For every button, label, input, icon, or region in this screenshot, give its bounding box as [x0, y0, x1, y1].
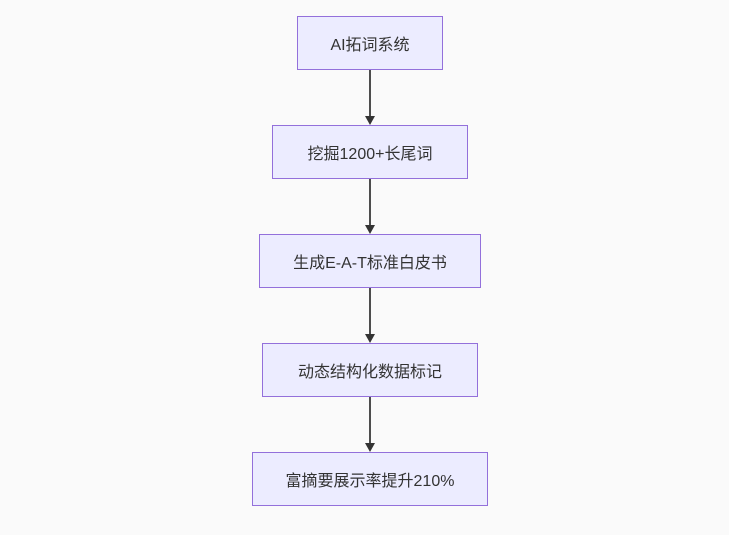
arrow-down-icon	[365, 397, 375, 452]
arrow-line	[369, 288, 371, 334]
flow-node-eat-whitepaper: 生成E-A-T标准白皮书	[259, 234, 481, 288]
arrow-line	[369, 397, 371, 443]
node-label: 动态结构化数据标记	[297, 364, 442, 381]
arrow-down-icon	[365, 288, 375, 343]
flow-node-rich-snippet-result: 富摘要展示率提升210%	[252, 452, 488, 506]
arrow-down-icon	[365, 70, 375, 125]
arrow-head	[365, 443, 375, 452]
arrow-line	[369, 179, 371, 225]
flow-node-longtail-mining: 挖掘1200+长尾词	[272, 125, 468, 179]
flow-node-structured-data-markup: 动态结构化数据标记	[262, 343, 478, 397]
arrow-head	[365, 116, 375, 125]
node-label: 富摘要展示率提升210%	[285, 473, 455, 490]
node-label: AI拓词系统	[330, 37, 410, 54]
node-label: 生成E-A-T标准白皮书	[293, 255, 447, 272]
arrow-line	[369, 70, 371, 116]
arrow-head	[365, 334, 375, 343]
flow-node-ai-expansion-system: AI拓词系统	[297, 16, 443, 70]
arrow-head	[365, 225, 375, 234]
node-label: 挖掘1200+长尾词	[307, 146, 433, 163]
arrow-down-icon	[365, 179, 375, 234]
